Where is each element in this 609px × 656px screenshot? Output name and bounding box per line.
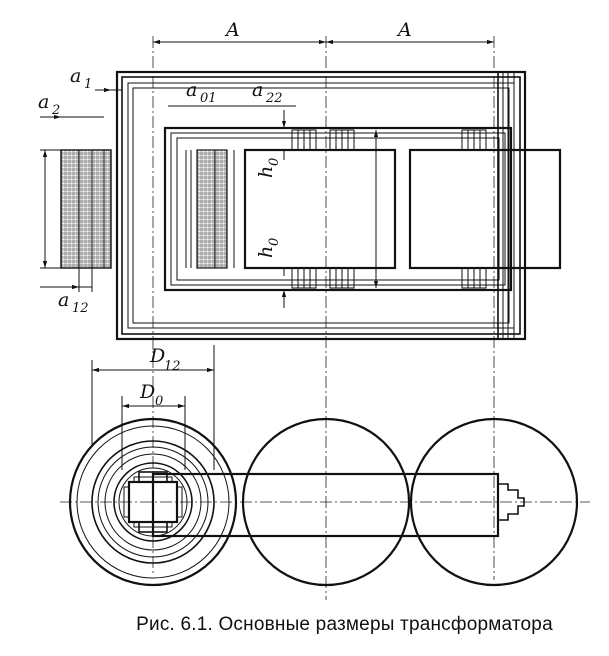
coil-right-block: [408, 148, 562, 270]
label-a22: a: [252, 79, 263, 101]
winding-hatch-inner-left: [196, 149, 228, 269]
yoke-plan: [151, 472, 500, 538]
label-D12: D: [149, 345, 165, 367]
coil-circle-middle: [241, 417, 411, 587]
dimension-h0-top: h 0: [255, 158, 282, 178]
label-a12: a: [58, 289, 69, 311]
core-window: [163, 126, 513, 292]
label-D0: D: [139, 381, 155, 403]
center-lines: [60, 36, 590, 600]
dimension-a1: a 1: [70, 65, 122, 93]
dimension-a01: a 01: [168, 79, 246, 107]
label-h0-top-sub: 0: [267, 158, 282, 166]
label-a22-sub: 22: [265, 91, 283, 106]
figure-caption: Рис. 6.1. Основные размеры трансформатор…: [136, 614, 553, 635]
label-a12-sub: 12: [72, 301, 89, 316]
label-a2-sub: 2: [51, 103, 60, 118]
dimension-D12: D 12: [91, 345, 215, 470]
core-outer-outline: [115, 70, 527, 341]
dimension-a2: a 2: [38, 91, 104, 120]
label-a1-sub: 1: [84, 77, 92, 92]
dimension-h0-bottom: h 0: [255, 238, 282, 258]
coil-right: [408, 129, 562, 289]
coil-middle: [243, 110, 397, 308]
coil-circle-right: [409, 417, 579, 587]
winding-left-outer: [60, 149, 235, 269]
dimension-D0: D 0: [121, 381, 186, 470]
core-front-view: [115, 70, 527, 341]
label-a01-sub: 01: [200, 91, 217, 106]
label-D12-sub: 12: [164, 359, 181, 374]
label-h0-bottom-sub: 0: [267, 238, 282, 246]
label-a2: a: [38, 91, 49, 113]
label-A-right: A: [396, 19, 412, 41]
dimension-a12: a 12: [40, 268, 93, 316]
dimension-a22: a 22: [240, 79, 296, 107]
plan-view: [68, 417, 579, 587]
transformer-dimensions-drawing: A A: [38, 19, 590, 600]
label-h0-top: h: [255, 166, 277, 178]
label-D0-sub: 0: [155, 394, 163, 409]
label-h0-bottom: h: [255, 246, 277, 258]
coil-middle-block: [243, 148, 397, 270]
winding-hatch-left: [60, 149, 112, 269]
dimension-winding-height: [40, 149, 61, 269]
label-A-left: A: [224, 19, 240, 41]
coil-circle-left: [68, 417, 238, 587]
label-a01: a: [186, 79, 197, 101]
label-a1: a: [70, 65, 81, 87]
dimension-A: A A: [153, 19, 494, 45]
